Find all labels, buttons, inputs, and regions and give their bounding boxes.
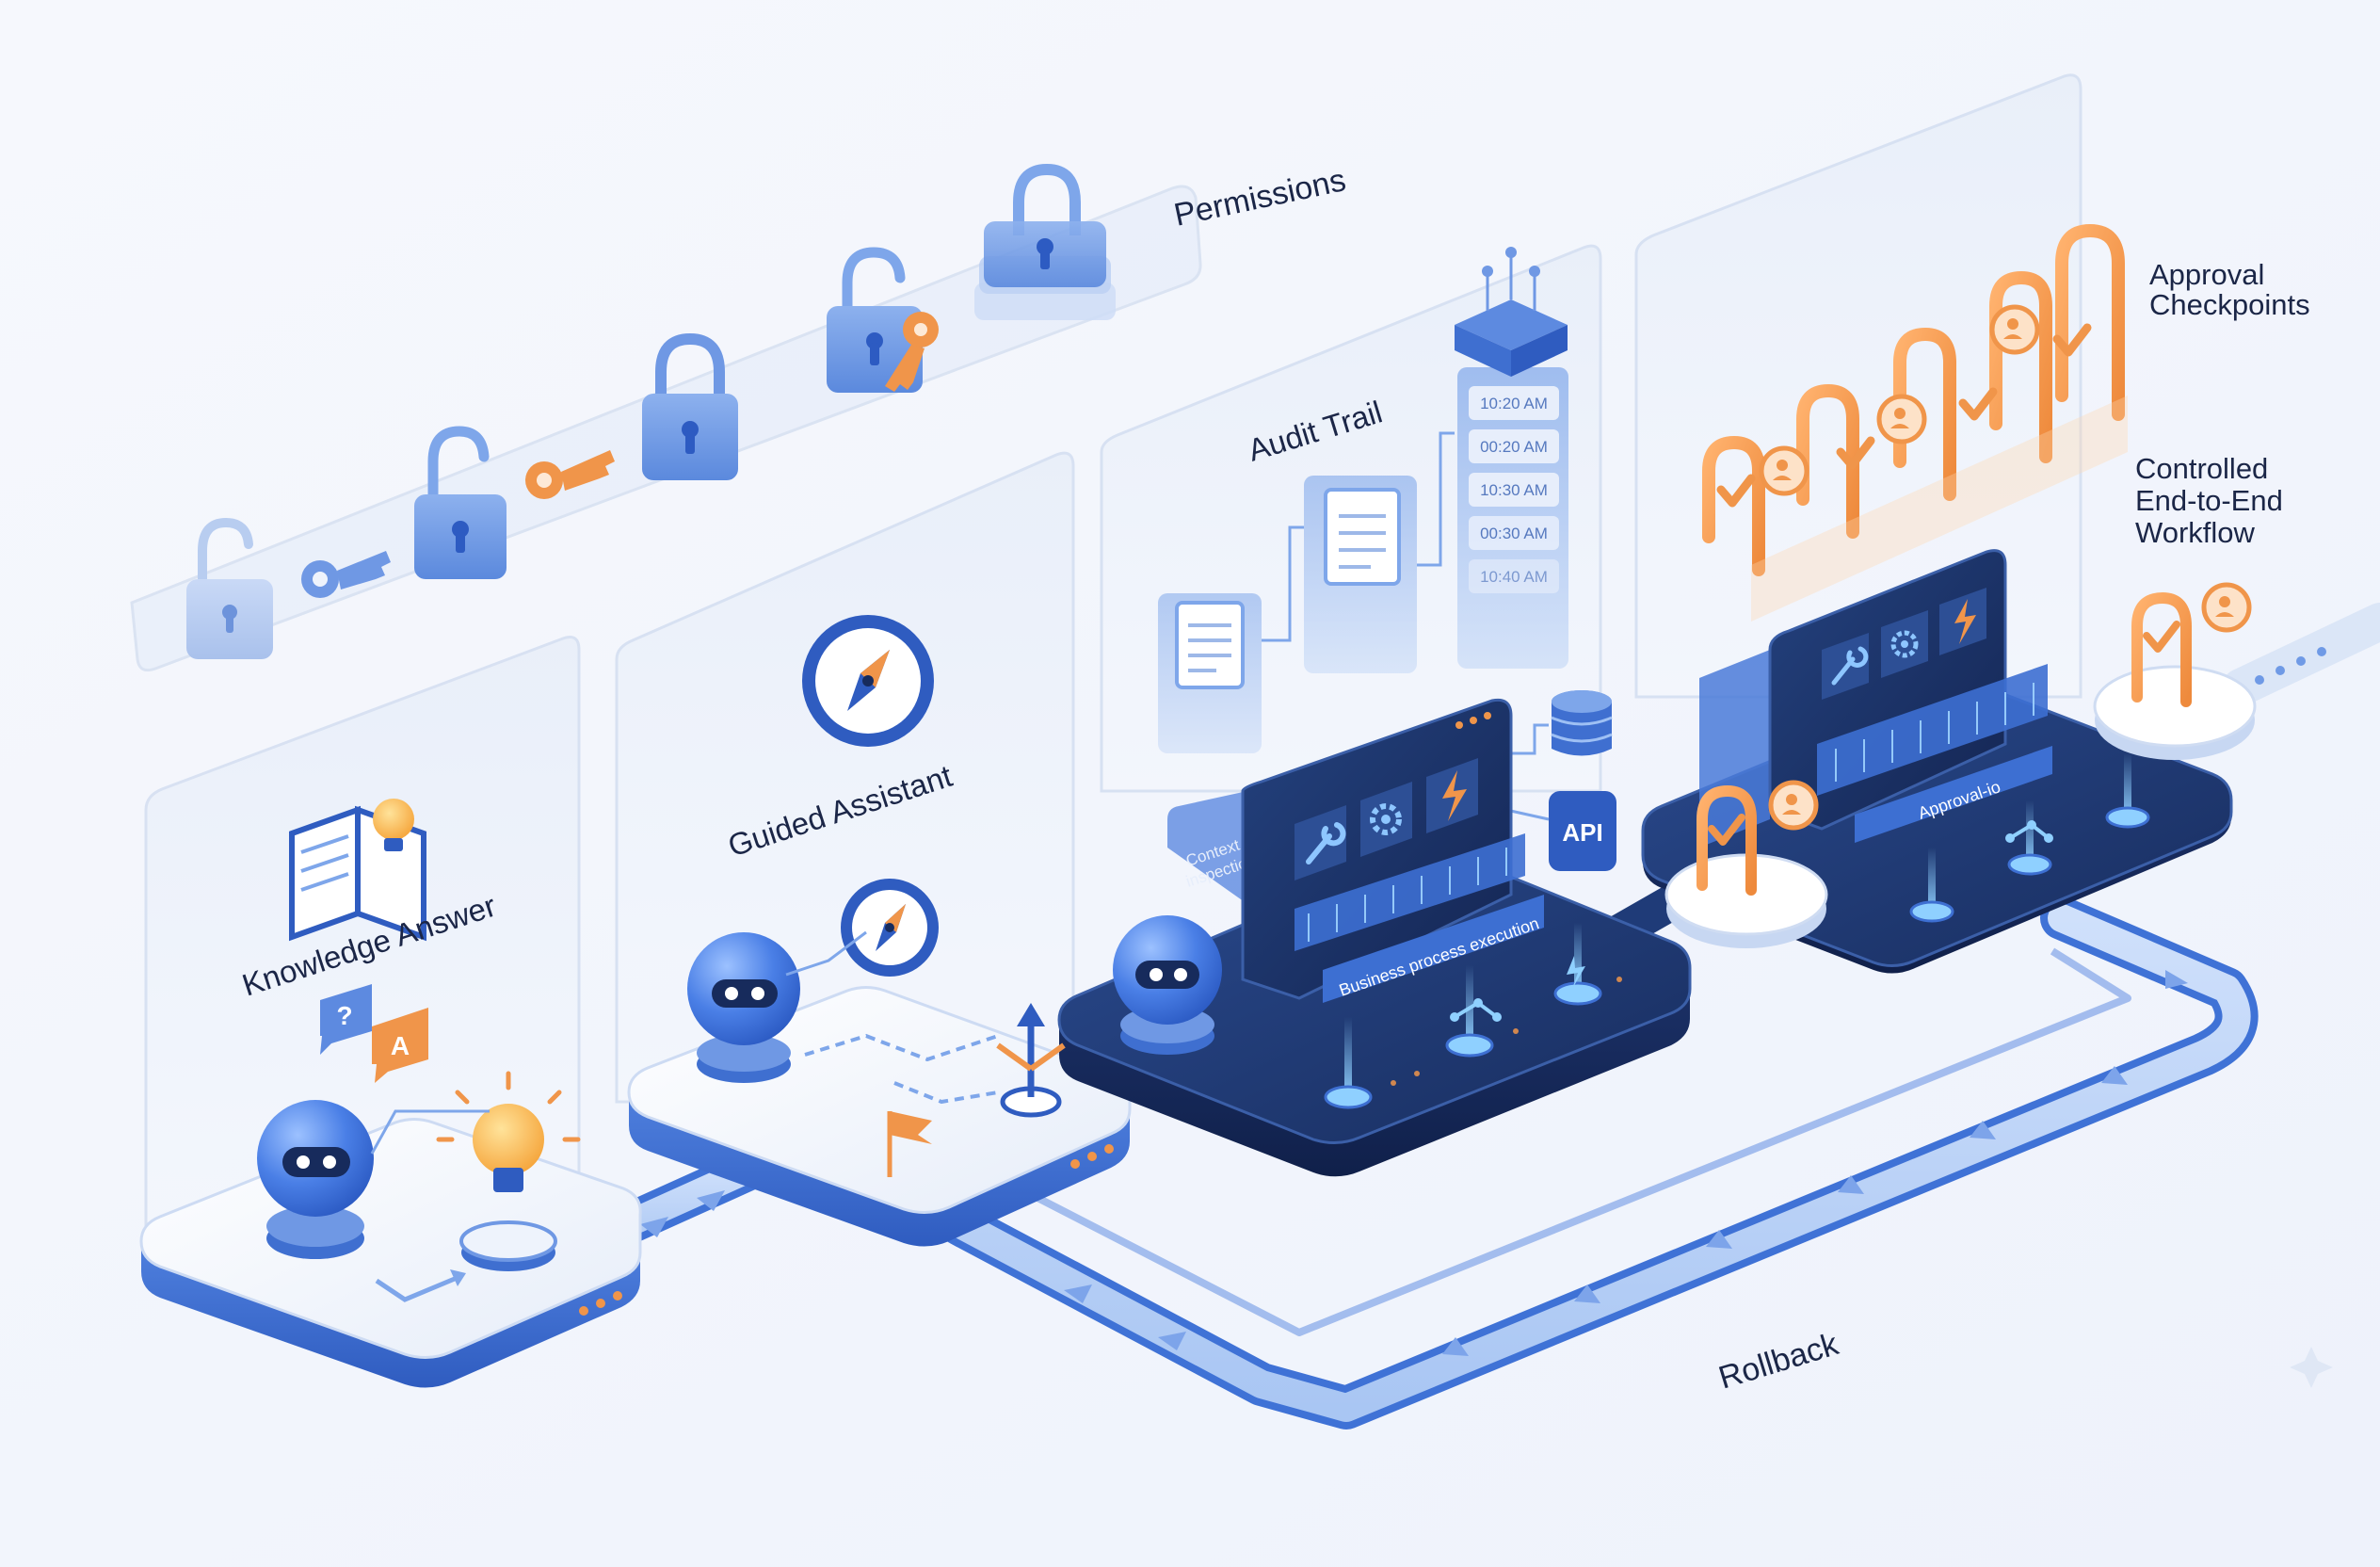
lightbulb-icon: [373, 799, 414, 851]
user-check-icon: [1759, 304, 2040, 496]
document-icon: [1324, 488, 1401, 586]
padlock-icon: [642, 332, 738, 480]
lightning-icon: [1939, 588, 1986, 655]
document-icon: [1175, 601, 1245, 689]
api-label: API: [1562, 818, 1602, 847]
timestamp-4: 00:30 AM: [1480, 525, 1548, 542]
execution-console: Context inspection Business process exec…: [1167, 698, 1622, 1109]
wrench-icon: [1822, 633, 1869, 700]
key-icon: [301, 551, 391, 598]
timestamp-3: 10:30 AM: [1480, 481, 1548, 499]
timestamp-5: 10:40 AM: [1480, 568, 1548, 586]
robot-icon: [1113, 915, 1222, 1055]
sparkle-mark: [2290, 1347, 2333, 1388]
approval-check-icon: [2055, 223, 2125, 421]
question-mark: ?: [336, 1001, 352, 1030]
robot-icon: [687, 932, 800, 1083]
database-icon: [1551, 690, 1613, 756]
timestamp-list: 10:20 AM 00:20 AM 10:30 AM 00:30 AM 10:4…: [1469, 386, 1559, 593]
padlock-icon: [186, 517, 273, 659]
wrench-icon: [1295, 805, 1346, 880]
server-icon: [1455, 247, 1568, 377]
direction-arrows-icon: [996, 1003, 1066, 1118]
checkpoint-gate-left: [1697, 780, 1819, 896]
key-icon: [525, 450, 615, 499]
controlled-workflow-label-1: Controlled: [2135, 452, 2268, 485]
approval-gates-row: [1702, 223, 2125, 576]
robot-icon: [257, 1100, 374, 1259]
timestamp-1: 10:20 AM: [1480, 395, 1548, 412]
lightning-icon: [1426, 758, 1478, 833]
permissions-locks: [186, 163, 1116, 659]
controlled-workflow-label-2: End-to-End: [2135, 484, 2283, 517]
padlock-icon: [414, 426, 507, 579]
approval-checks: [1716, 323, 2092, 508]
controlled-workflow-label-3: Workflow: [2135, 516, 2256, 549]
key-icon: [885, 312, 939, 392]
approval-gates-glow: [1751, 396, 2128, 622]
approval-check-icon: [1702, 435, 1765, 576]
compass-icon: [802, 615, 934, 747]
compass-icon: [841, 879, 939, 977]
route-path: [804, 1033, 999, 1105]
padlock-icon: [974, 163, 1116, 320]
approval-checkpoints-label-1: Approval: [2149, 258, 2264, 291]
checkpoint-gate-right: [2131, 582, 2252, 707]
gear-icon: [1360, 782, 1412, 857]
approval-nodes: [1909, 753, 2150, 923]
book-icon: [289, 805, 426, 942]
approval-check-icon: [1989, 270, 2052, 463]
approval-check-icon: [1893, 327, 1956, 501]
flag-icon: [887, 1111, 932, 1177]
rollback-arrows: [1064, 970, 2188, 1356]
answer-mark: A: [391, 1031, 410, 1060]
gear-icon: [1881, 610, 1928, 678]
api-badge: API: [1549, 791, 1616, 871]
answer-bubble: A: [372, 1008, 428, 1083]
approval-check-icon: [1796, 383, 1859, 539]
audit-trail-documents: [1158, 431, 1455, 753]
lightbulb-icon: [436, 1071, 581, 1271]
audit-log-server: 10:20 AM 00:20 AM 10:30 AM 00:30 AM 10:4…: [1455, 247, 1568, 669]
context-inspection-card: [1167, 791, 1247, 904]
timestamp-2: 00:20 AM: [1480, 438, 1548, 456]
question-bubble: ?: [320, 984, 372, 1055]
process-nodes: [1324, 923, 1602, 1109]
approval-checkpoints-label-2: Checkpoints: [2149, 288, 2310, 321]
